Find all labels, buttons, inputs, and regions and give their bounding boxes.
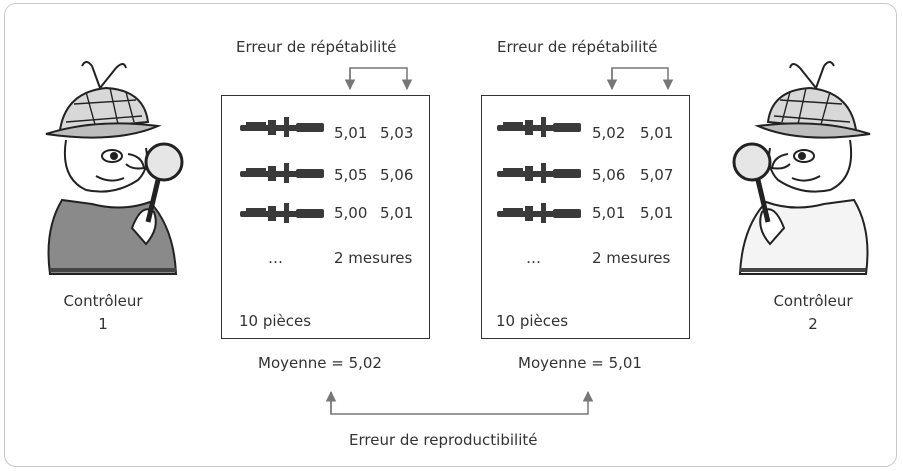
value-r3-a: 5,00 xyxy=(334,204,368,222)
ellipsis: … xyxy=(526,249,541,267)
machined-part-icon xyxy=(497,203,581,223)
reproducibility-arrow xyxy=(330,390,594,415)
value-r2-a: 5,06 xyxy=(592,166,626,184)
value-r2-b: 5,06 xyxy=(380,166,414,184)
repeatability-label-1: Erreur de répétabilité xyxy=(236,38,397,56)
repeatability-arrow-1 xyxy=(349,67,413,91)
detective-icon xyxy=(45,61,184,275)
machined-part-icon xyxy=(497,117,581,137)
value-r1-b: 5,03 xyxy=(380,124,414,142)
machined-part-icon xyxy=(240,163,324,183)
ellipsis: … xyxy=(268,249,283,267)
mean-label-1: Moyenne = 5,02 xyxy=(258,354,382,372)
value-r2-a: 5,05 xyxy=(334,166,368,184)
detective-icon xyxy=(732,61,871,275)
measurement-box-1: 5,01 5,03 5,05 5,06 5,00 5,01 … 2 mesure… xyxy=(221,95,430,339)
repeatability-label-2: Erreur de répétabilité xyxy=(497,38,658,56)
controller-2-label: Contrôleur xyxy=(773,292,853,310)
repeatability-arrow-2 xyxy=(611,67,674,91)
value-r1-a: 5,01 xyxy=(334,124,368,142)
controller-2-number: 2 xyxy=(808,315,818,333)
controller-1-number: 1 xyxy=(98,315,108,333)
pieces-label: 10 pièces xyxy=(496,312,569,330)
reproducibility-label: Erreur de reproductibilité xyxy=(349,431,538,449)
measures-label: 2 mesures xyxy=(334,249,413,267)
value-r1-b: 5,01 xyxy=(640,124,674,142)
machined-part-icon xyxy=(497,163,581,183)
controller-1-label: Contrôleur xyxy=(63,292,143,310)
machined-part-icon xyxy=(240,203,324,223)
measurement-box-2: 5,02 5,01 5,06 5,07 5,01 5,01 … 2 mesure… xyxy=(481,95,690,339)
value-r3-b: 5,01 xyxy=(640,204,674,222)
machined-part-icon xyxy=(240,117,324,137)
value-r3-b: 5,01 xyxy=(380,204,414,222)
measures-label: 2 mesures xyxy=(592,249,671,267)
mean-label-2: Moyenne = 5,01 xyxy=(518,354,642,372)
value-r1-a: 5,02 xyxy=(592,124,626,142)
pieces-label: 10 pièces xyxy=(239,312,312,330)
value-r3-a: 5,01 xyxy=(592,204,626,222)
value-r2-b: 5,07 xyxy=(640,166,674,184)
